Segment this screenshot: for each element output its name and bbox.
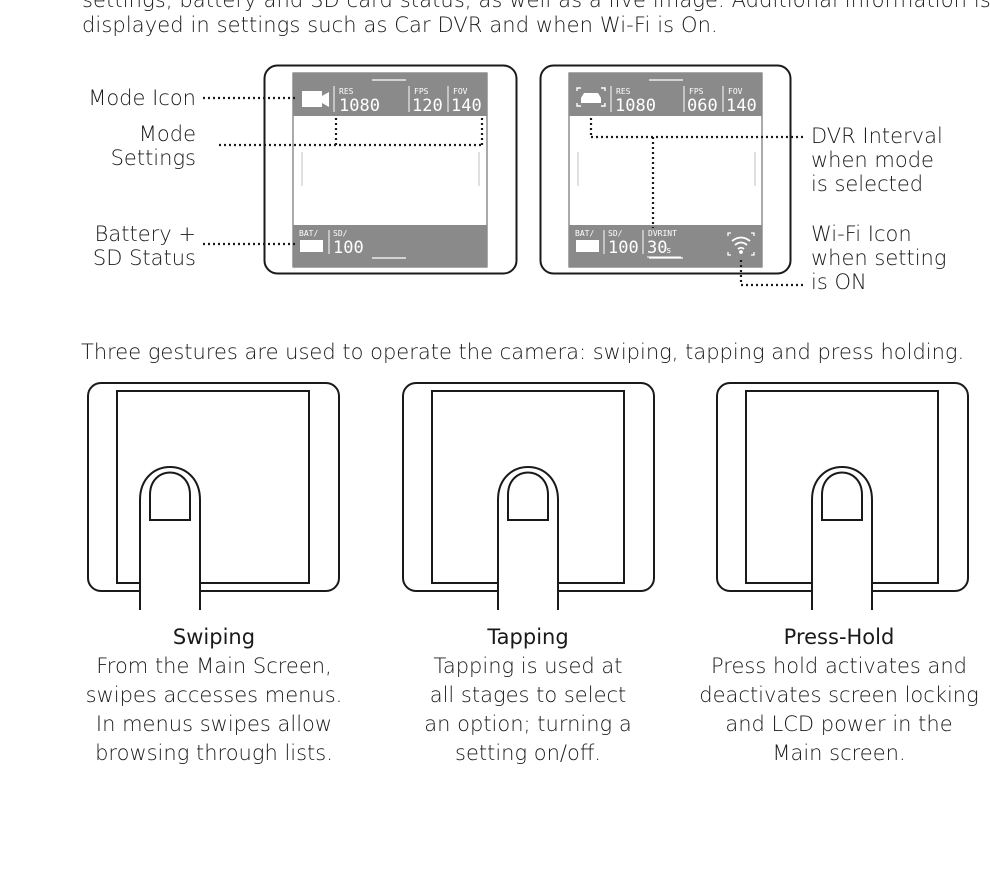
screen-2-fov-value: 140: [726, 96, 757, 116]
screen-2-bat-label: BAT/: [575, 229, 594, 238]
press-hold-line-3: and LCD power in the: [725, 712, 953, 736]
screen-2-dvr-unit: s: [666, 246, 671, 256]
screen-2-fov-label: FOV: [728, 87, 743, 96]
video-camera-icon: [302, 91, 329, 107]
press-hold-title: Press-Hold: [783, 625, 895, 649]
intro-text: settings, battery and SD card status, as…: [82, 0, 990, 38]
swipe-finger-icon: [139, 466, 201, 611]
tap-finger-icon: [497, 466, 559, 611]
screen-2-res-label: RES: [616, 87, 631, 96]
tapping-line-1: Tapping is used at: [433, 654, 623, 678]
intro-line-1: settings, battery and SD card status, as…: [82, 0, 990, 12]
swiping-caption: Swiping From the Main Screen, swipes acc…: [60, 623, 368, 768]
screen-1-fps-value: 120: [412, 96, 443, 116]
screen-1-fov-value: 140: [451, 96, 482, 116]
leader-lines-right: [589, 118, 805, 287]
swiping-title: Swiping: [172, 625, 256, 649]
screen-2-dvr-value: 30: [647, 238, 667, 258]
wifi-label-line-3: is ON: [811, 270, 867, 294]
swipe-device-illustration: [87, 382, 340, 611]
press-hold-caption: Press-Hold Press hold activates and deac…: [688, 623, 990, 768]
press-hold-line-4: Main screen.: [772, 741, 906, 765]
gestures-intro: Three gestures are used to operate the c…: [81, 340, 965, 364]
tapping-caption: Tapping Tapping is used at all stages to…: [374, 623, 682, 768]
battery-sd-label-line-2: SD Status: [92, 246, 196, 270]
device-screen-2: RES 1080 FPS 060 FOV 140 BAT/ SD/ 100 DV…: [539, 64, 792, 275]
battery-sd-label: Battery + SD Status: [60, 222, 196, 270]
tapping-line-3: an option; turning a: [424, 712, 632, 736]
press-hold-line-1: Press hold activates and: [711, 654, 967, 678]
screen-2-fps-value: 060: [687, 96, 718, 116]
wifi-icon: [727, 232, 755, 256]
screen-1-res-label: RES: [339, 87, 354, 96]
screen-2-res-value: 1080: [615, 96, 656, 116]
gesture-illustrations: [87, 382, 969, 611]
press-hold-device-illustration: [716, 382, 969, 611]
mode-settings-label-line-2: Settings: [110, 146, 196, 170]
dvr-label-line-2: when mode: [811, 148, 934, 172]
screen-2-sd-value: 100: [608, 238, 639, 258]
press-hold-line-2: deactivates screen locking: [699, 683, 979, 707]
swiping-line-1: From the Main Screen,: [96, 654, 332, 678]
tap-device-illustration: [402, 382, 655, 611]
dvr-label-line-1: DVR Interval: [811, 124, 943, 148]
tapping-title: Tapping: [487, 625, 569, 649]
mode-icon-label: Mode Icon: [88, 86, 196, 110]
screen-2-battery-icon: [576, 240, 599, 252]
leader-lines-left: [203, 96, 484, 246]
car-icon: [576, 87, 606, 107]
swiping-line-4: browsing through lists.: [95, 741, 333, 765]
screen-1-bat-label: BAT/: [299, 229, 318, 238]
press-hold-finger-icon: [811, 466, 873, 611]
screen-2-fps-label: FPS: [689, 87, 704, 96]
swiping-line-3: In menus swipes allow: [95, 712, 333, 736]
battery-sd-label-line-1: Battery +: [94, 222, 196, 246]
screen-2-dvr-label: DVRINT: [648, 229, 677, 238]
screen-1-fps-label: FPS: [414, 87, 429, 96]
intro-line-2: displayed in settings such as Car DVR an…: [82, 13, 718, 37]
screen-2-sd-label: SD/: [608, 229, 623, 238]
dvr-interval-label: DVR Interval when mode is selected: [811, 124, 943, 196]
screens-diagram: RES 1080 FPS 120 FOV 140 BAT/ SD/ 100: [203, 64, 805, 287]
swiping-line-2: swipes accesses menus.: [85, 683, 343, 707]
screen-1-sd-value: 100: [333, 238, 364, 258]
tapping-line-4: setting on/off.: [455, 741, 601, 765]
wifi-label-line-2: when setting: [811, 246, 947, 270]
screen-1-fov-label: FOV: [453, 87, 468, 96]
screen-1-battery-icon: [300, 240, 323, 252]
wifi-label-line-1: Wi-Fi Icon: [811, 222, 912, 246]
screen-2-bottom-bar: [569, 225, 762, 267]
screen-1-sd-label: SD/: [333, 229, 348, 238]
dvr-label-line-3: is selected: [811, 172, 924, 196]
tapping-line-2: all stages to select: [429, 683, 627, 707]
mode-settings-label: Mode Settings: [60, 122, 196, 170]
mode-settings-label-line-1: Mode: [138, 122, 196, 146]
device-screen-1: RES 1080 FPS 120 FOV 140 BAT/ SD/ 100: [263, 64, 518, 275]
screen-1-bottom-bar: [293, 225, 487, 267]
screen-1-res-value: 1080: [339, 96, 380, 116]
wifi-icon-label: Wi-Fi Icon when setting is ON: [811, 222, 946, 294]
